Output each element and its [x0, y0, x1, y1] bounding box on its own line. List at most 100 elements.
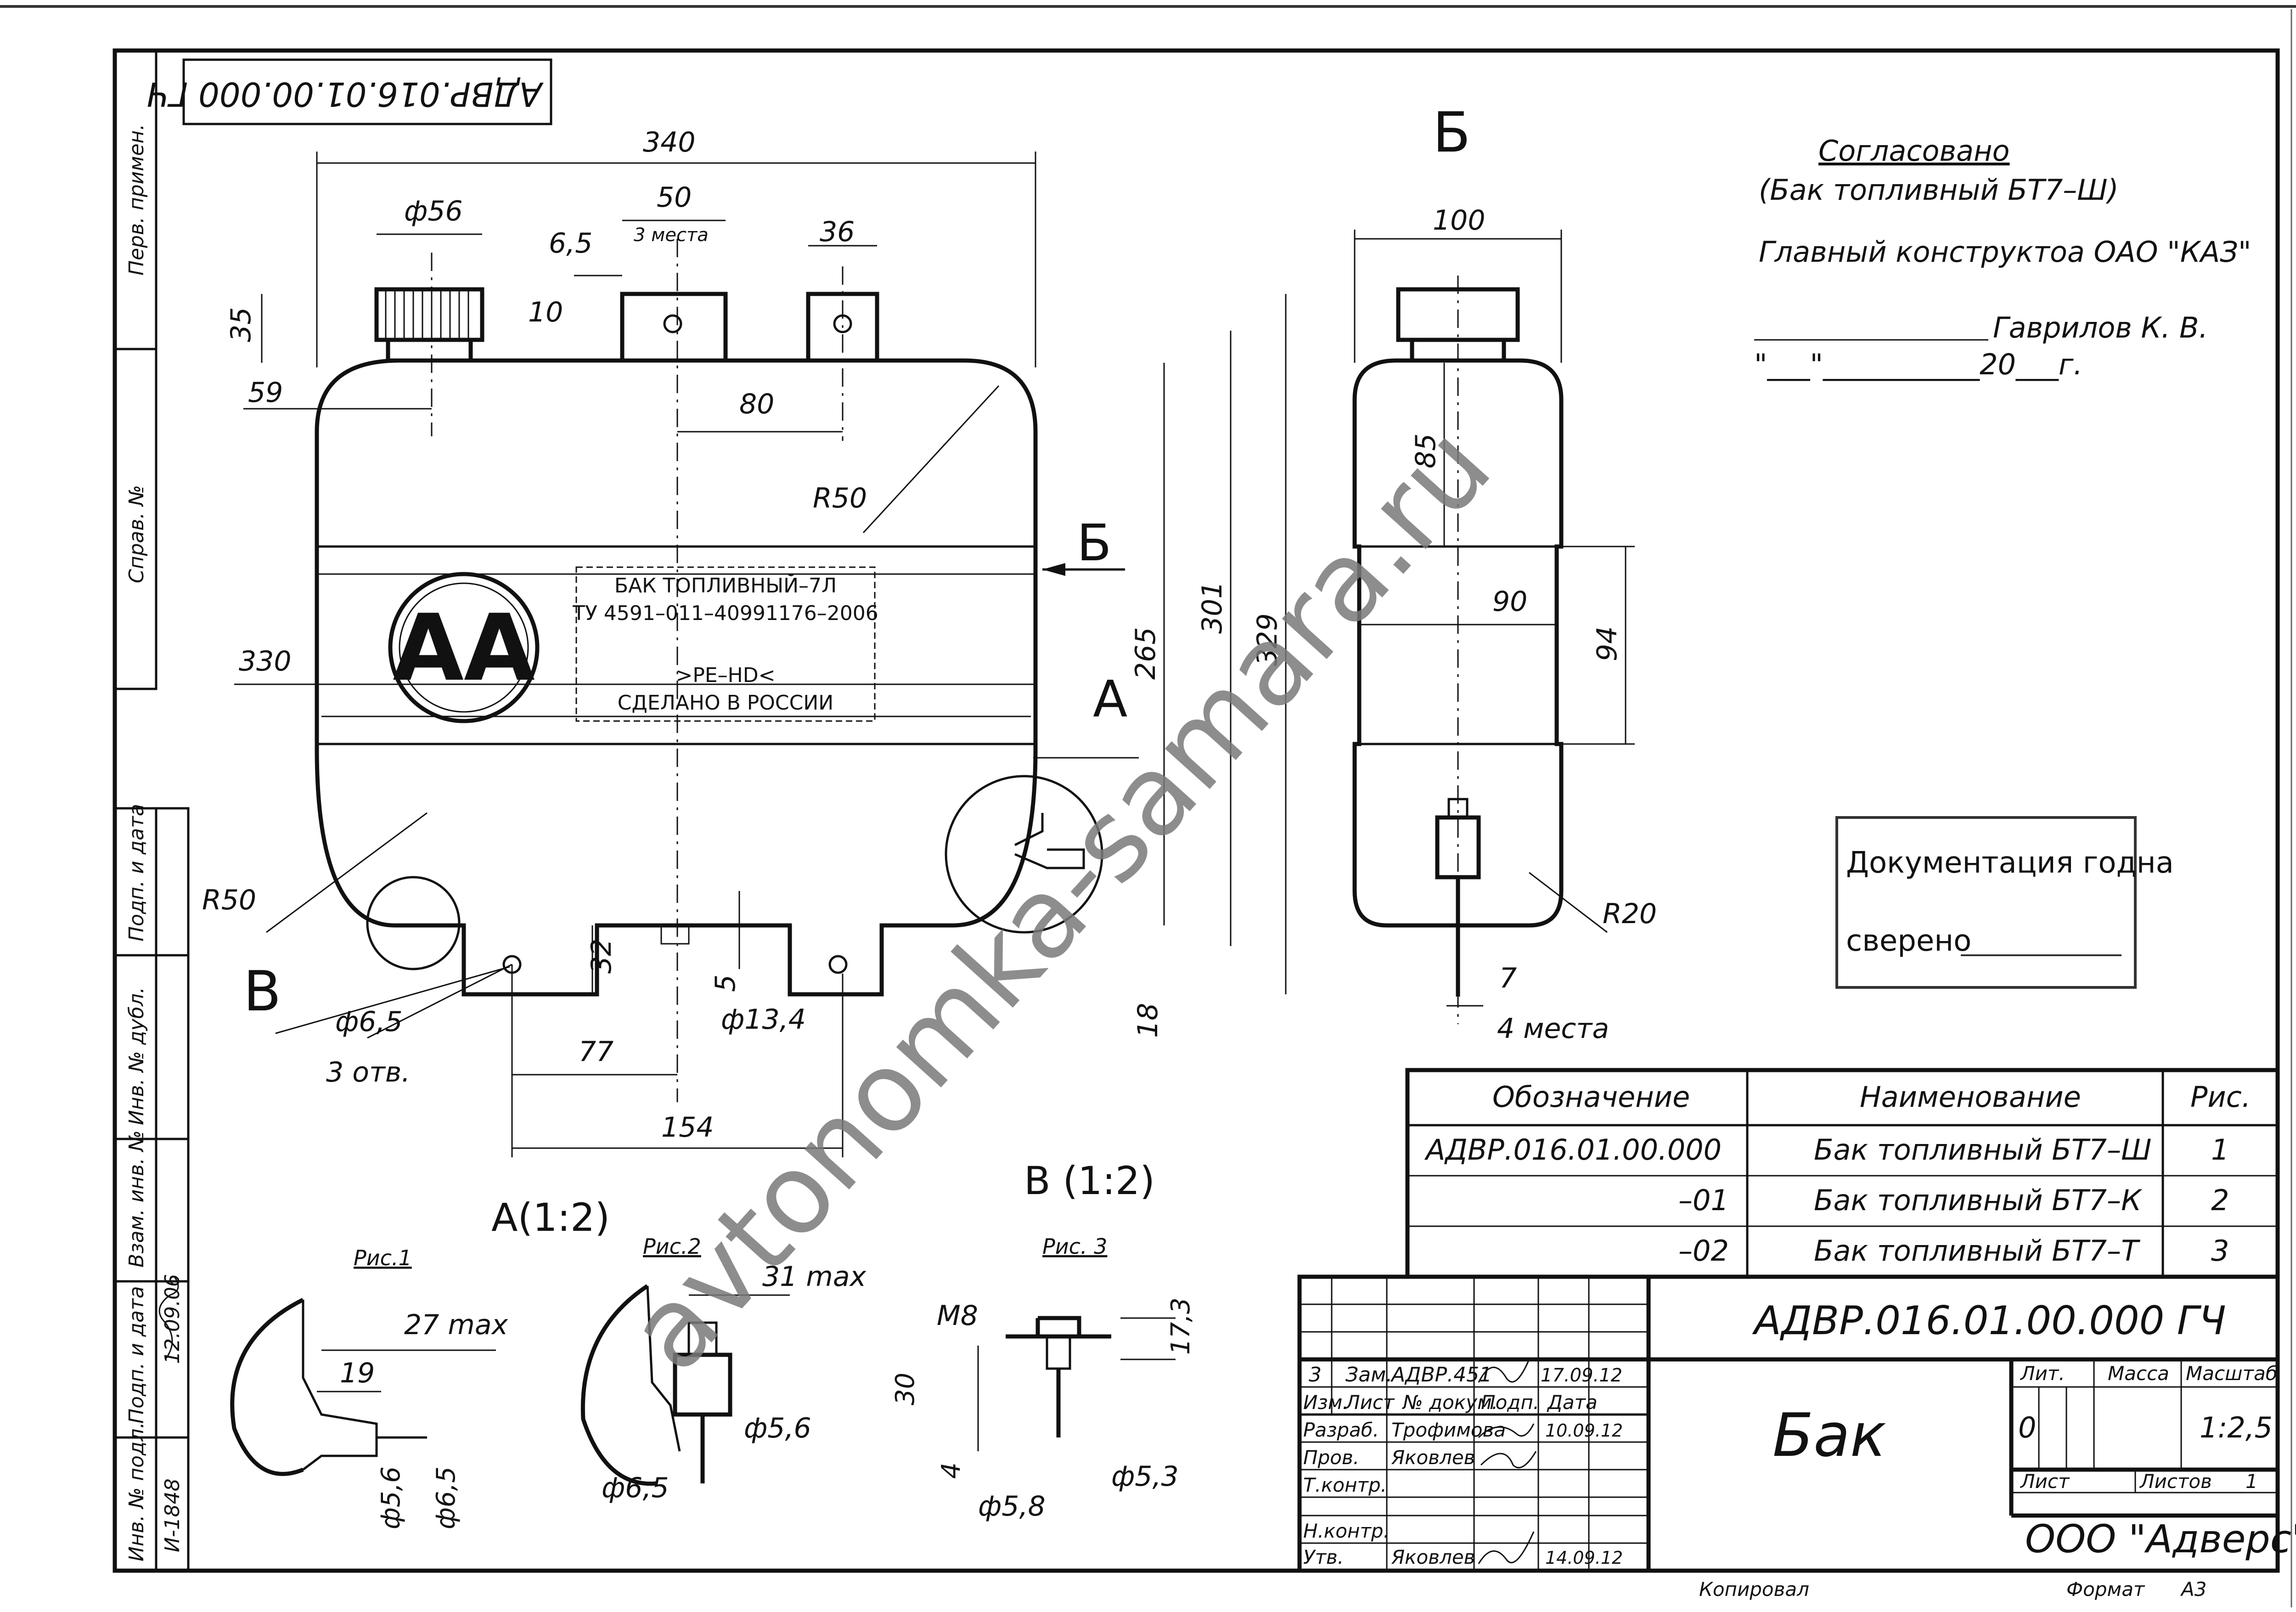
- utv-label: Утв.: [1303, 1546, 1344, 1568]
- lit-label: Лит.: [2020, 1362, 2065, 1385]
- fig-2-dim-d5-6: ф5,6: [744, 1412, 811, 1444]
- fig-3-dim-17-3: 17,3: [1166, 1297, 1196, 1355]
- side-podp-data-2: Подп. и дата: [125, 1286, 148, 1424]
- footer: Копировал Формат А3: [1699, 1578, 2206, 1601]
- approval-block: Согласовано (Бак топливный БТ7–Ш) Главны…: [1754, 134, 2251, 381]
- dim-80: 80: [739, 388, 774, 420]
- side-dim-85: 85: [1410, 434, 1442, 468]
- approval-agreed: Согласовано: [1818, 134, 2009, 168]
- title-designation: АДВР.016.01.00.000 ГЧ: [1752, 1298, 2226, 1344]
- lit-value: 0: [2018, 1411, 2036, 1444]
- side-view-title: Б: [1433, 101, 1470, 165]
- detail-views: А(1:2) В (1:2) Рис.1 27 max 19 ф5,6 ф6,5…: [230, 1158, 1196, 1529]
- massa-label: Масса: [2108, 1362, 2169, 1385]
- company-name: ООО "Адверс": [2025, 1516, 2296, 1561]
- label-line-3: >PE–HD<: [675, 664, 775, 687]
- side-stamp: Перв. примен. Справ. № Подп. и дата Инв.…: [113, 49, 190, 1572]
- approval-signer: Гаврилов К. В.: [1993, 311, 2208, 344]
- rev-num: 3: [1309, 1363, 1322, 1387]
- dim-340: 340: [643, 126, 696, 158]
- sheets-label: Листов: [2139, 1470, 2212, 1493]
- fig-2-dim-d6-5: ф6,5: [602, 1472, 669, 1504]
- spec-header-name: Наименование: [1860, 1080, 2081, 1114]
- razrab-name: Трофимова: [1391, 1419, 1506, 1441]
- dim-77: 77: [579, 1036, 613, 1068]
- fig-1-dim-d6-5: ф6,5: [431, 1466, 461, 1529]
- top-lug-1: [620, 292, 728, 361]
- fig-3-dim-m8: М8: [937, 1300, 978, 1332]
- col-podp: Подп.: [1481, 1391, 1539, 1414]
- brand-logo: AA: [388, 572, 540, 723]
- rev-signature: [1478, 1359, 1530, 1383]
- fig-1-dim-27: 27 max: [404, 1309, 508, 1341]
- fig-2-dim-31: 31 max: [762, 1261, 867, 1293]
- spec-row-2-name: Бак топливный БТ7–К: [1814, 1184, 2143, 1217]
- side-dim-r20: R20: [1603, 898, 1657, 930]
- stamp-line-2: сверено: [1846, 924, 1971, 958]
- utv-signature: [1478, 1531, 1535, 1564]
- spec-table: Обозначение Наименование Рис. АДВР.016.0…: [1405, 1068, 2280, 1279]
- scale-value: 1:2,5: [2200, 1411, 2273, 1444]
- ref-designation: АДВР.016.01.00.000 ГЧ: [147, 75, 544, 113]
- dim-36: 36: [820, 216, 855, 248]
- verification-stamp: Документация годна сверено: [1835, 816, 2174, 989]
- detail-v-circle: [366, 876, 461, 970]
- fig-3-section: [1006, 1316, 1111, 1339]
- fig-3-dim-4: 4: [936, 1462, 966, 1479]
- sheet-label: Лист: [2020, 1470, 2070, 1493]
- spec-row-2-fig: 2: [2211, 1184, 2229, 1217]
- footer-format-label: Формат: [2066, 1578, 2145, 1601]
- dim-3-otv: 3 отв.: [326, 1056, 410, 1088]
- side-view: Б 100 85 90 94 R20 7 4 места: [1352, 101, 1657, 1045]
- tank-body-outline: [315, 358, 1038, 997]
- callout-v: В: [243, 960, 281, 1024]
- ref-designation-box: АДВР.016.01.00.000 ГЧ: [147, 58, 552, 125]
- prov-signature: [1480, 1451, 1537, 1469]
- label-line-1: БАК ТОПЛИВНЫЙ–7Л: [614, 573, 837, 597]
- rev-date: 17.09.12: [1541, 1365, 1622, 1386]
- dim-301: 301: [1196, 581, 1228, 634]
- dim-5: 5: [709, 975, 742, 992]
- footer-format-value: А3: [2180, 1578, 2206, 1601]
- dim-330: 330: [239, 645, 292, 677]
- approval-tank: (Бак топливный БТ7–Ш): [1759, 173, 2119, 207]
- dim-d6-5: ф6,5: [335, 1006, 403, 1038]
- spec-row-3-fig: 3: [2211, 1234, 2229, 1268]
- side-body-outline: [1352, 358, 1564, 928]
- side-date-signed: 12.09.06: [161, 1274, 184, 1364]
- side-perv-primen: Перв. примен.: [125, 124, 148, 276]
- dim-329: 329: [1251, 613, 1283, 666]
- side-dim-100: 100: [1433, 204, 1486, 237]
- rev-doc: АДВР.451: [1390, 1363, 1492, 1387]
- tkontr-label: Т.контр.: [1303, 1474, 1387, 1496]
- side-inv-number: И-1848: [161, 1478, 184, 1552]
- fig-1-label: Рис.1: [354, 1246, 412, 1270]
- dim-r50-bottom: R50: [202, 884, 256, 916]
- spec-row-1-name: Бак топливный БТ7–Ш: [1814, 1133, 2151, 1167]
- spec-header-fig: Рис.: [2190, 1080, 2251, 1114]
- spec-row-2-designation: –01: [1678, 1184, 1729, 1217]
- title-block: АДВР.016.01.00.000 ГЧ Бак 3 Зам. АДВР.45…: [1297, 1274, 2296, 1573]
- razrab-label: Разраб.: [1303, 1419, 1379, 1441]
- dim-18: 18: [1132, 1003, 1164, 1038]
- sheets-value: 1: [2245, 1470, 2258, 1493]
- fig-3-dim-d5-3: ф5,3: [1111, 1460, 1179, 1493]
- spec-header-designation: Обозначение: [1492, 1080, 1690, 1114]
- side-sprav-no: Справ. №: [125, 485, 148, 583]
- side-vzam-inv: Взам. инв. №: [125, 1130, 148, 1268]
- dim-3-mesta: 3 места: [634, 225, 709, 246]
- front-dimensions: [234, 152, 1287, 1157]
- utv-date: 14.09.12: [1545, 1548, 1623, 1568]
- brand-logo-text: AA: [393, 595, 535, 702]
- side-signature: [158, 1276, 179, 1360]
- col-list: Лист: [1345, 1391, 1395, 1414]
- side-dim-90: 90: [1492, 586, 1527, 618]
- side-inv-podl: Инв. № подл.: [125, 1422, 148, 1561]
- dim-35: 35: [225, 307, 257, 342]
- prov-name: Яковлев: [1391, 1446, 1475, 1469]
- side-dim-94: 94: [1591, 626, 1623, 661]
- dim-6-5: 6,5: [549, 227, 592, 259]
- fig-1-dim-19: 19: [340, 1357, 375, 1389]
- side-dim-4-mesta: 4 места: [1497, 1013, 1609, 1045]
